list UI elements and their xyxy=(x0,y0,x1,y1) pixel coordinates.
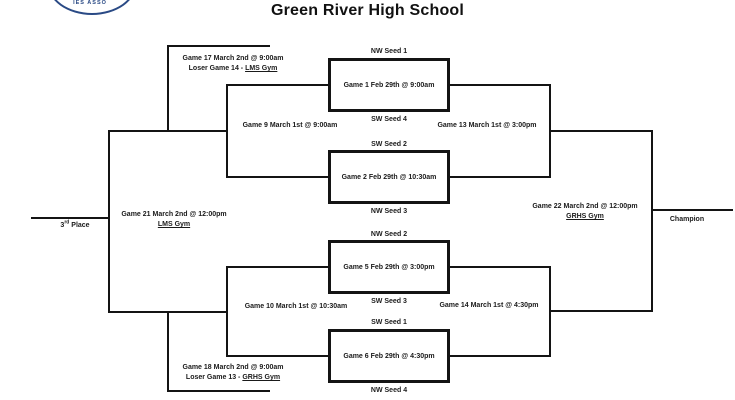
game-box-label: Game 2 Feb 29th @ 10:30am xyxy=(341,173,437,181)
game18-line2: Loser Game 13 - xyxy=(185,374,243,381)
game-box-label: Game 1 Feb 29th @ 9:00am xyxy=(343,81,435,89)
game18-line1: Game 18 March 2nd @ 9:00am xyxy=(182,364,284,371)
game17-line2: Loser Game 14 - xyxy=(188,65,246,72)
line-game5-loser xyxy=(226,266,328,268)
line-third-place xyxy=(31,217,110,219)
line-game18-vertical xyxy=(167,311,169,392)
game14-label: Game 14 March 1st @ 4:30pm xyxy=(439,302,539,309)
game22-label: Game 22 March 2nd @ 12:00pm GRHS Gym xyxy=(524,202,646,222)
seed-label: SW Seed 2 xyxy=(371,141,407,148)
game17-venue: LMS Gym xyxy=(245,65,278,72)
line-game17-vertical xyxy=(167,45,169,132)
seed-label: SW Seed 3 xyxy=(371,298,407,305)
game17-line1: Game 17 March 2nd @ 9:00am xyxy=(182,55,284,62)
line-game5-winner xyxy=(450,266,550,268)
seed-label: NW Seed 4 xyxy=(370,387,408,394)
seed-label: SW Seed 1 xyxy=(371,319,407,326)
champion-label: Champion xyxy=(669,216,705,223)
game13-label: Game 13 March 1st @ 3:00pm xyxy=(437,122,537,129)
game10-label: Game 10 March 1st @ 10:30am xyxy=(244,303,348,310)
game21-line1: Game 21 March 2nd @ 12:00pm xyxy=(121,211,227,218)
line-champion xyxy=(651,209,733,211)
line-game2-loser xyxy=(226,176,328,178)
line-third-place-vertical xyxy=(108,130,110,313)
third-place-rest: Place xyxy=(69,222,90,229)
game22-venue: GRHS Gym xyxy=(566,213,604,220)
line-loser-game13-slot xyxy=(168,390,270,392)
third-place-num: 3 xyxy=(60,222,65,229)
game-box-1: Game 1 Feb 29th @ 9:00am xyxy=(328,58,450,112)
line-game2-winner xyxy=(450,176,550,178)
third-place-label: 3rd Place xyxy=(38,219,112,231)
seed-label: SW Seed 4 xyxy=(371,116,407,123)
game22-line1: Game 22 March 2nd @ 12:00pm xyxy=(532,203,638,210)
seed-label: NW Seed 2 xyxy=(370,231,408,238)
line-championship-vertical xyxy=(651,130,653,312)
line-loser-game14-slot xyxy=(168,45,270,47)
line-game9-winner xyxy=(108,130,228,132)
line-game1-winner xyxy=(450,84,550,86)
game18-label: Game 18 March 2nd @ 9:00am Loser Game 13… xyxy=(160,363,306,383)
line-game6-loser xyxy=(226,355,328,357)
line-game10-vertical xyxy=(226,266,228,357)
page-title: Green River High School xyxy=(270,2,465,19)
game-box-label: Game 6 Feb 29th @ 4:30pm xyxy=(343,352,435,360)
game9-label: Game 9 March 1st @ 9:00am xyxy=(242,122,338,129)
seed-label: NW Seed 1 xyxy=(370,48,408,55)
line-game1-loser xyxy=(226,84,328,86)
line-game13-winner xyxy=(550,130,653,132)
game-box-label: Game 5 Feb 29th @ 3:00pm xyxy=(343,263,435,271)
game-box-5: Game 5 Feb 29th @ 3:00pm xyxy=(328,240,450,294)
line-game6-winner xyxy=(450,355,550,357)
game-box-6: Game 6 Feb 29th @ 4:30pm xyxy=(328,329,450,383)
game18-venue: GRHS Gym xyxy=(242,374,281,381)
game-box-2: Game 2 Feb 29th @ 10:30am xyxy=(328,150,450,204)
game17-label: Game 17 March 2nd @ 9:00am Loser Game 14… xyxy=(160,54,306,74)
game21-label: Game 21 March 2nd @ 12:00pm LMS Gym xyxy=(113,210,235,230)
line-game14-winner xyxy=(550,310,653,312)
game21-venue: LMS Gym xyxy=(157,221,191,228)
school-logo-text: IES ASSO xyxy=(73,0,107,6)
line-game9-vertical xyxy=(226,84,228,178)
third-place-sup: rd xyxy=(64,219,70,226)
seed-label: NW Seed 3 xyxy=(370,208,408,215)
